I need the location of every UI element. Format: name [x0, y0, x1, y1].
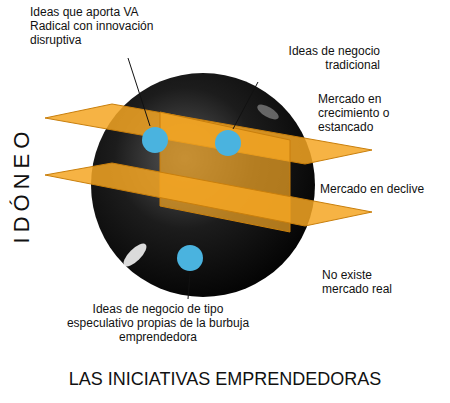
market-label: Mercado en crecimiento o estancado: [318, 92, 428, 134]
market-label: No existe mercado real: [322, 268, 422, 296]
leader-line: [128, 58, 150, 126]
idea-label: Ideas de negocio de tipo especulativo pr…: [58, 302, 258, 344]
idea-dot: [215, 130, 241, 156]
leader-line: [233, 82, 258, 129]
idea-dot: [177, 245, 203, 271]
highlight: [255, 102, 281, 123]
idea-label: Ideas de negocio tradicional: [240, 44, 380, 72]
axis-label: IDÓNEO: [9, 127, 35, 244]
leader-line: [188, 273, 190, 299]
idea-dot: [142, 127, 168, 153]
idea-label: Ideas que aporta VA Radical con innovaci…: [30, 5, 155, 47]
market-label: Mercado en declive: [320, 182, 424, 196]
diagram-title: LAS INICIATIVAS EMPRENDEDORAS: [69, 368, 381, 390]
highlight: [120, 240, 150, 270]
